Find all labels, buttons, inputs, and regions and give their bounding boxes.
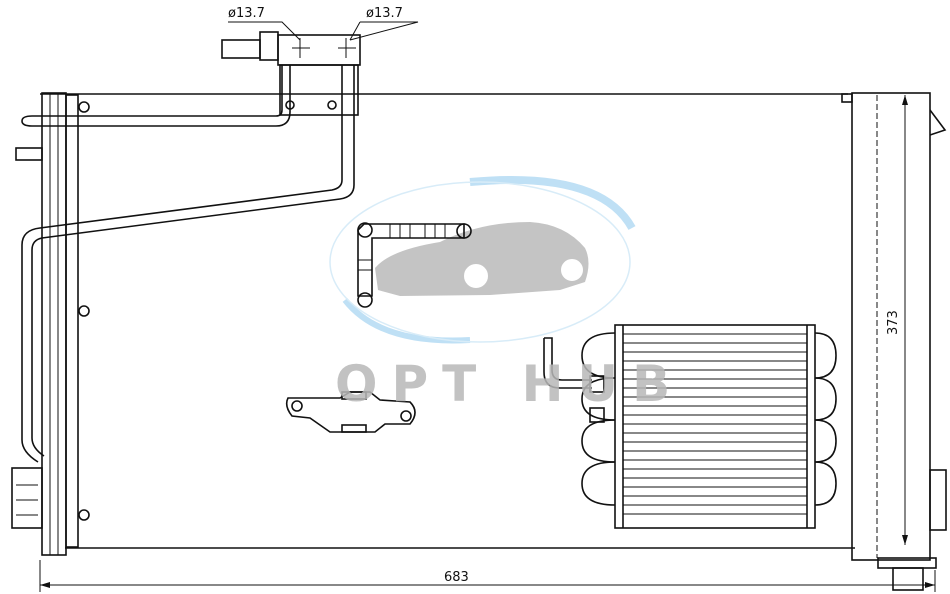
- coil-loop: [581, 419, 616, 463]
- coil-loop: [814, 377, 837, 421]
- mounting-brackets: [285, 222, 472, 433]
- coil-loop: [814, 332, 837, 379]
- outlet-diameter-label: ø13.7: [366, 6, 403, 21]
- width-dimension-label: 683: [444, 570, 469, 585]
- inlet-diameter-label: ø13.7: [228, 6, 265, 21]
- dimension-lines: [39, 21, 936, 592]
- subcooler-block: [543, 324, 837, 529]
- car-silhouette-icon: [375, 222, 589, 296]
- watermark-text: OPT HUB: [335, 355, 684, 413]
- watermark-logo: [329, 176, 636, 344]
- coil-loop: [581, 332, 616, 379]
- coil-loop: [581, 461, 616, 506]
- coil-loop: [581, 377, 616, 421]
- refrigerant-pipes: [21, 31, 361, 463]
- height-dimension-label: 373: [886, 310, 901, 335]
- coil-loop: [814, 419, 837, 463]
- coil-loop: [814, 461, 837, 506]
- condenser-core: [11, 92, 947, 591]
